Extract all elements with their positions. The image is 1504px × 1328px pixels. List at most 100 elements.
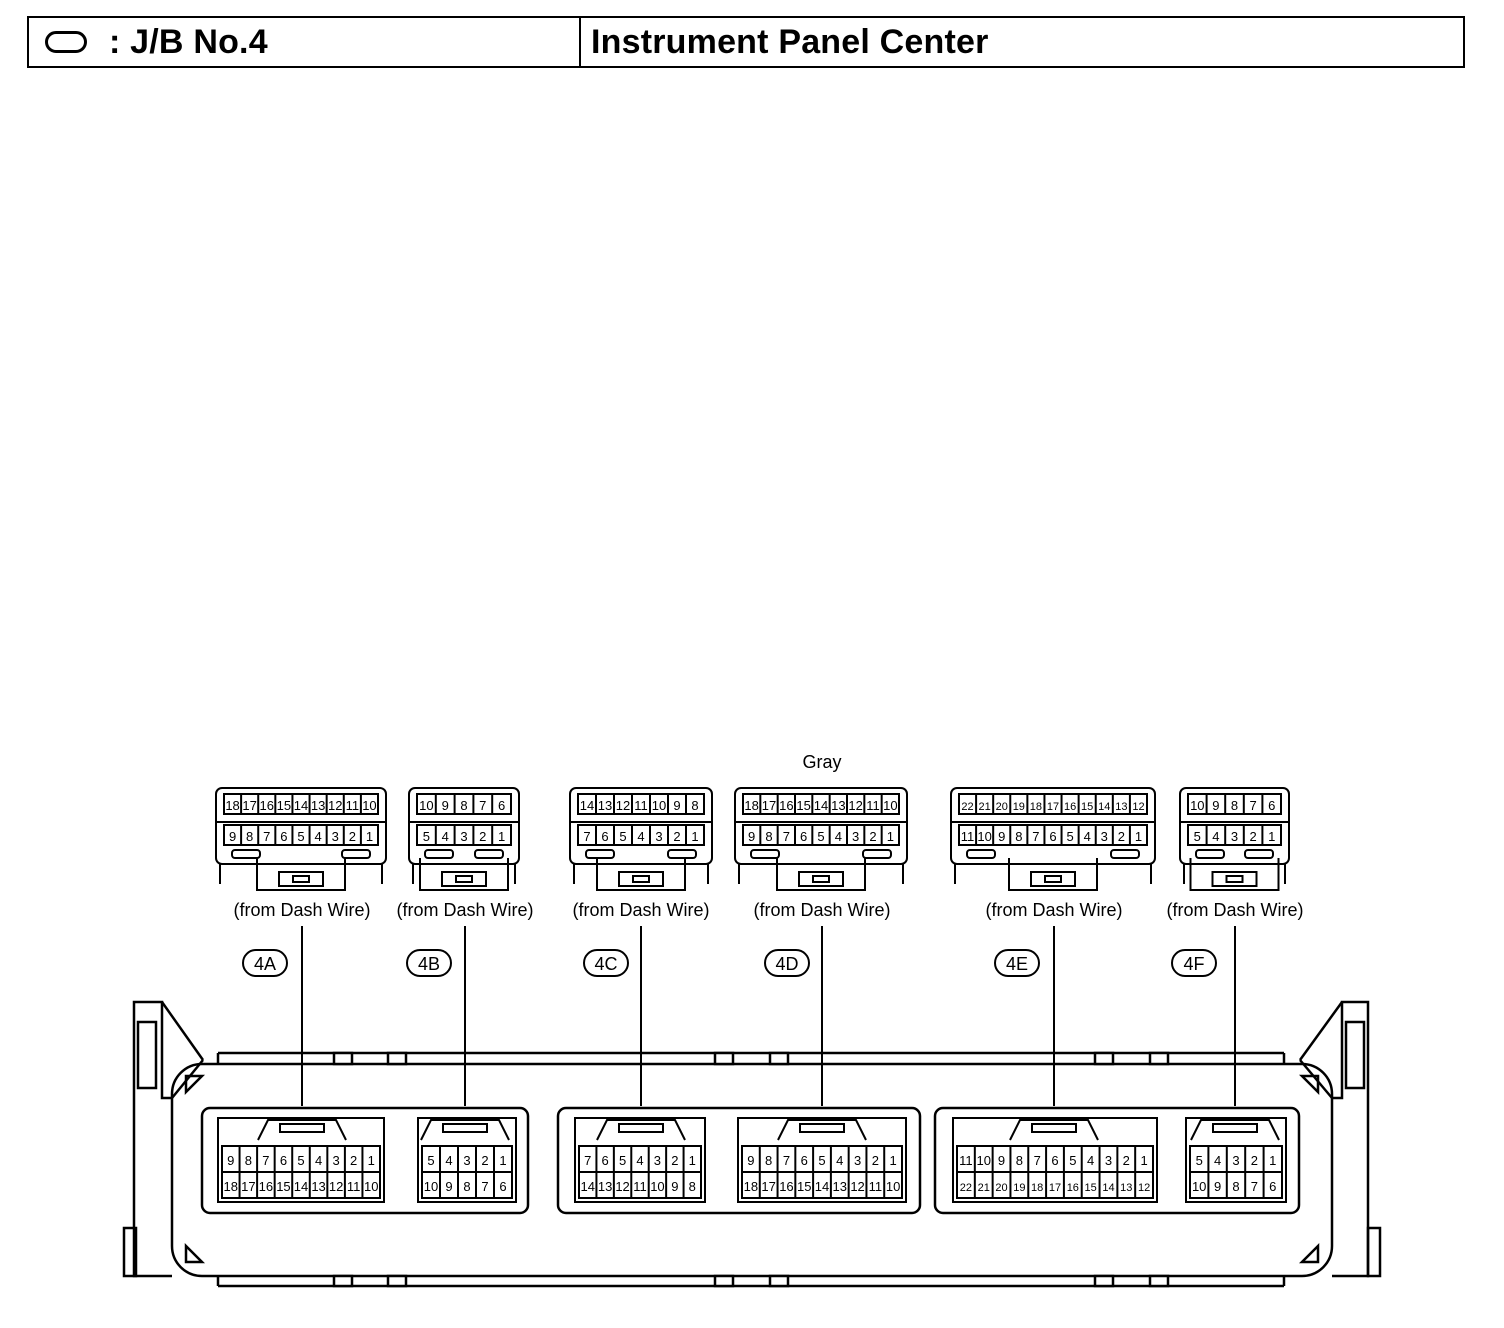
plug-latch-tab <box>798 871 844 887</box>
plug-pin-number: 6 <box>800 829 807 844</box>
socket-pin-number: 8 <box>1016 1153 1023 1168</box>
plug-pin-number: 12 <box>616 798 630 813</box>
socket-pin-number: 1 <box>689 1153 696 1168</box>
socket-key-slot <box>799 1123 845 1133</box>
plug-pin-number: 8 <box>1231 798 1238 813</box>
plug-pin-number: 7 <box>1032 829 1039 844</box>
plug-lock-left <box>585 849 615 859</box>
plug-row-bottom <box>223 824 379 846</box>
socket-pin-number: 13 <box>598 1179 612 1194</box>
socket-pin-number: 4 <box>445 1153 452 1168</box>
plug-row-bottom <box>1187 824 1282 846</box>
code-label: 4A <box>254 954 276 974</box>
plug-pin-number: 5 <box>423 829 430 844</box>
socket-pin-number: 15 <box>1085 1182 1097 1194</box>
plug-lock-right <box>341 849 371 859</box>
plug-pin-number: 14 <box>814 798 828 813</box>
socket-pin-number: 5 <box>619 1153 626 1168</box>
code-badge <box>583 949 629 977</box>
plug-outline <box>1179 787 1290 865</box>
socket-pin-number: 10 <box>424 1179 438 1194</box>
plug-pin-number: 7 <box>583 829 590 844</box>
plug-lock-right <box>474 849 504 859</box>
plug-latch <box>1008 858 1098 891</box>
plug-pin-number: 3 <box>852 829 859 844</box>
plug-outline <box>734 787 908 865</box>
socket-pin-number: 9 <box>1214 1179 1221 1194</box>
plug-pin-number: 18 <box>225 798 239 813</box>
plug-pin-number: 1 <box>366 829 373 844</box>
socket-key <box>257 1119 347 1141</box>
socket-pin-number: 7 <box>783 1153 790 1168</box>
plug-outline <box>950 787 1156 865</box>
plug-row-bottom <box>958 824 1148 846</box>
plug-connector <box>950 787 1156 891</box>
plug-pin-number: 14 <box>1098 801 1110 813</box>
plug-lock-right <box>862 849 892 859</box>
plug-pin-number: 17 <box>762 798 776 813</box>
plug-pin-number: 4 <box>1212 829 1219 844</box>
oval-symbol-icon <box>45 31 87 53</box>
plug-row-top <box>577 793 705 815</box>
plug-pin-number: 10 <box>652 798 666 813</box>
socket-pin-number: 3 <box>854 1153 861 1168</box>
plug-pin-number: 13 <box>831 798 845 813</box>
socket-pin-number: 2 <box>1123 1153 1130 1168</box>
socket-pin-number: 2 <box>872 1153 879 1168</box>
socket-outline <box>417 1117 517 1203</box>
plug-latch-tab <box>441 871 487 887</box>
plug-pin-number: 13 <box>598 798 612 813</box>
socket-pin-number: 2 <box>350 1153 357 1168</box>
plug-latch-tab <box>278 871 324 887</box>
plug-row-top <box>1187 793 1282 815</box>
code-label: 4C <box>594 954 617 974</box>
jb-socket <box>417 1117 517 1203</box>
plug-connector <box>1179 787 1290 891</box>
plug-latch <box>1189 858 1280 891</box>
plug-pin-number: 6 <box>1268 798 1275 813</box>
plug-outline <box>215 787 387 865</box>
socket-pin-number: 13 <box>1120 1182 1132 1194</box>
plug-pin-number: 10 <box>362 798 376 813</box>
plug-pin-number: 2 <box>1118 829 1125 844</box>
plug-pin-number: 8 <box>765 829 772 844</box>
plug-pin-number: 17 <box>1047 801 1059 813</box>
plug-pin-number: 3 <box>460 829 467 844</box>
plug-pin-number: 8 <box>246 829 253 844</box>
plug-lock-left <box>1195 849 1225 859</box>
socket-pin-number: 12 <box>329 1179 343 1194</box>
socket-pin-number: 6 <box>602 1153 609 1168</box>
plug-lock-left <box>424 849 454 859</box>
socket-pin-number: 8 <box>245 1153 252 1168</box>
socket-pin-number: 17 <box>1049 1182 1061 1194</box>
plug-latch <box>419 858 509 891</box>
plug-lock-left <box>750 849 780 859</box>
jb-label: : J/B No.4 <box>109 22 268 61</box>
plug-pin-number: 14 <box>580 798 594 813</box>
socket-pin-number: 5 <box>1069 1153 1076 1168</box>
socket-pin-number: 1 <box>889 1153 896 1168</box>
plug-pin-number: 15 <box>277 798 291 813</box>
plug-pin-number: 19 <box>1013 801 1025 813</box>
plug-pin-number: 17 <box>242 798 256 813</box>
socket-pin-number: 8 <box>765 1153 772 1168</box>
socket-pin-number: 18 <box>224 1179 238 1194</box>
socket-pin-number: 4 <box>1214 1153 1221 1168</box>
socket-pin-number: 12 <box>1138 1182 1150 1194</box>
source-label: (from Dash Wire) <box>572 900 709 920</box>
code-label: 4B <box>418 954 440 974</box>
socket-key <box>420 1119 510 1141</box>
socket-outline <box>217 1117 385 1203</box>
plug-pin-number: 3 <box>332 829 339 844</box>
plug-pin-number: 18 <box>1030 801 1042 813</box>
socket-pin-number: 3 <box>654 1153 661 1168</box>
socket-key <box>777 1119 867 1141</box>
plug-pin-number: 16 <box>1064 801 1076 813</box>
socket-pin-number: 3 <box>1232 1153 1239 1168</box>
socket-pin-number: 14 <box>1102 1182 1114 1194</box>
source-label: (from Dash Wire) <box>396 900 533 920</box>
socket-pin-number: 2 <box>1251 1153 1258 1168</box>
socket-pin-number: 15 <box>797 1179 811 1194</box>
